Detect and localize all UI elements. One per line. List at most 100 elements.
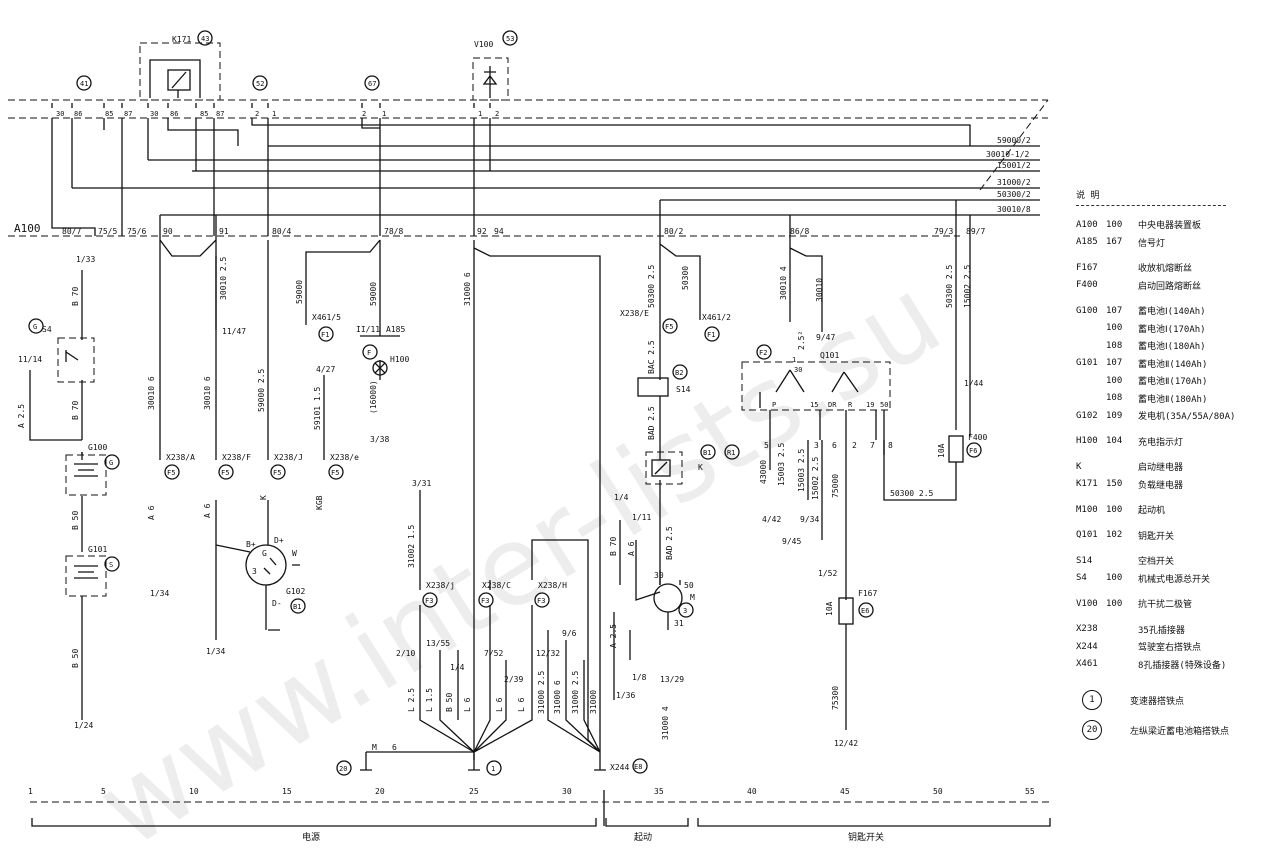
connector: X238/A <box>166 453 195 462</box>
legend-desc: 收放机熔断丝 <box>1138 264 1193 275</box>
wire-label: B 70 <box>71 287 80 306</box>
legend-code: M100 <box>1076 504 1098 515</box>
connector: X461/5 <box>312 313 341 322</box>
badge: F1 <box>321 331 329 339</box>
pin: 1 <box>382 110 386 118</box>
badge: R1 <box>727 449 735 457</box>
wire-label: B 50 <box>71 649 80 668</box>
q-pin: DR <box>828 401 837 409</box>
q-out: 7 <box>870 441 875 450</box>
bus-label: 59000/2 <box>997 136 1031 145</box>
ref: 1/8 <box>632 673 647 682</box>
badge: 3 <box>683 607 687 615</box>
b-plus-label: B+ <box>246 540 256 549</box>
ground-20: 20 <box>339 765 347 773</box>
ref: 9/6 <box>562 629 577 638</box>
legend-desc: 机械式电源总开关 <box>1138 574 1211 585</box>
legend-desc: 蓄电池Ⅱ(180Ah) <box>1138 394 1208 405</box>
ref: 9/34 <box>800 515 819 524</box>
wire-label: A 6 <box>147 505 156 520</box>
legend-num: 100 <box>1106 219 1123 230</box>
q-pin: 50 <box>880 401 888 409</box>
a100-pin: 78/8 <box>384 227 403 236</box>
wire-label: 31000 <box>589 690 598 714</box>
wire-label: 75300 <box>831 686 840 710</box>
legend-code: S14 <box>1076 555 1093 566</box>
legend-desc: 空档开关 <box>1138 557 1175 568</box>
wire-label: B 50 <box>71 511 80 530</box>
w-label: W <box>292 549 297 558</box>
ref: 12/42 <box>834 739 858 748</box>
ref: 2/39 <box>504 675 523 684</box>
legend-desc: 蓄电池Ⅰ(180Ah) <box>1138 342 1206 353</box>
d-plus-label: D+ <box>274 536 284 545</box>
legend-num: 104 <box>1106 436 1123 447</box>
wire-label: 31002 1.5 <box>407 524 416 568</box>
legend-code: G100 <box>1076 305 1098 316</box>
ref: 12/32 <box>536 649 560 658</box>
k-label: K <box>698 463 703 472</box>
wire-label: L 6 <box>463 697 472 712</box>
scale-tick: 1 <box>28 787 33 796</box>
ref: 1/34 <box>150 589 169 598</box>
wire-label: A 2.5 <box>609 624 618 648</box>
a100-pin: 90 <box>163 227 173 236</box>
wire-label: 15003 2.5 <box>797 448 806 492</box>
legend-code: H100 <box>1076 436 1098 447</box>
wire-label: 75000 <box>831 474 840 498</box>
legend-desc: 蓄电池Ⅰ(170Ah) <box>1138 324 1206 335</box>
legend-desc: 信号灯 <box>1138 238 1166 249</box>
legend-row: S14 空档开关 <box>1076 552 1276 570</box>
legend-desc: 钥匙开关 <box>1138 531 1175 542</box>
ref: 3/31 <box>412 479 431 488</box>
badge: E6 <box>861 607 869 615</box>
g102-label: G102 <box>286 587 305 596</box>
legend-desc: 35孔插接器 <box>1138 625 1185 636</box>
badge: F3 <box>537 597 545 605</box>
connector: H100 <box>390 355 409 364</box>
a100-pin: 94 <box>494 227 504 236</box>
connector: X238/e <box>330 453 359 462</box>
d-minus-label: D- <box>272 599 282 608</box>
q-pin: 30 <box>794 366 802 374</box>
legend-num: 108 <box>1106 393 1123 404</box>
ground-wire: 6 <box>392 743 397 752</box>
bus-lines <box>72 145 1040 216</box>
legend-symbol: 20 <box>1082 720 1102 740</box>
ref: 1/33 <box>76 255 95 264</box>
wire-label: 10A <box>937 443 946 458</box>
connector: X461/2 <box>702 313 731 322</box>
legend-desc: 发电机(35A/55A/80A) <box>1138 412 1236 423</box>
ref: 3/38 <box>370 435 389 444</box>
wire-label: 59000 <box>295 280 304 304</box>
ref: 1/44 <box>964 379 983 388</box>
scale-tick: 45 <box>840 787 850 796</box>
ref: 1/34 <box>206 647 225 656</box>
wire-label: 50300 2.5 <box>945 264 954 308</box>
a100-pin: 80/4 <box>272 227 291 236</box>
legend-code: A185 <box>1076 237 1098 248</box>
ref: 11/14 <box>18 355 42 364</box>
legend-desc: 启动继电器 <box>1138 463 1184 474</box>
badge: B2 <box>675 369 683 377</box>
wire-label: 50300 2.5 <box>647 264 656 308</box>
badge: F1 <box>707 331 715 339</box>
q-out: 3 <box>814 441 819 450</box>
wire-label: 59000 2.5 <box>257 368 266 412</box>
bus-label: 31000/2 <box>997 178 1031 187</box>
ref: 1/24 <box>74 721 93 730</box>
legend-code: S4 <box>1076 573 1087 584</box>
wire-label: 50300 2.5 <box>890 489 934 498</box>
scale-tick: 50 <box>933 787 943 796</box>
terminal-31: 31 <box>674 619 684 628</box>
